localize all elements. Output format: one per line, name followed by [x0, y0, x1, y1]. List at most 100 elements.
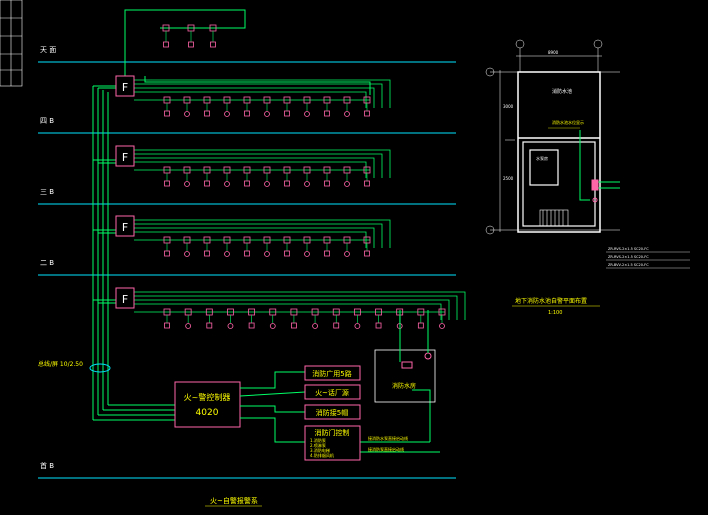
detector [244, 180, 250, 187]
detector [164, 322, 170, 329]
bus-line [134, 83, 383, 108]
fire-pump-item-3: 3.消防电梯 [310, 447, 330, 453]
linkage-box-broadcast [304, 365, 361, 381]
roof-device-row [162, 24, 217, 48]
fire-pump-item-2: 2.喷淋泵 [310, 442, 326, 448]
floor-label: 首 B [40, 461, 54, 470]
bus-line [134, 223, 383, 248]
alarm-device [264, 111, 270, 117]
plan-sensor [592, 197, 598, 203]
bus-line [134, 219, 391, 248]
alarm-device [224, 181, 230, 187]
controller-title: 火~警控制器 [184, 392, 231, 402]
alarm-device [344, 111, 350, 117]
f-panel: F [115, 215, 135, 237]
pump-room-box [374, 349, 436, 403]
detector [324, 110, 330, 117]
basement-plan: 8900 3000 2500 消防水池 水泵房 消防水池水位显示 ZR-RVS- [485, 39, 690, 316]
plan-room2: 水泵房 [536, 155, 548, 161]
floor-device-row [134, 79, 391, 117]
alarm-device [269, 323, 276, 329]
detector [204, 250, 210, 257]
alarm-device [184, 111, 190, 117]
legend-2: ZR-RVS-2×1.5 SC20-FC [608, 255, 649, 259]
detector [364, 250, 370, 257]
detector [204, 110, 210, 117]
plan-scale: 1:100 [548, 310, 562, 316]
pump-room-label: 消防水房 [392, 382, 416, 390]
bus-line [134, 87, 375, 108]
detector [164, 250, 170, 257]
alarm-device [185, 323, 192, 329]
diagram-title: 火~自警报警系 [210, 496, 258, 505]
alarm-device [224, 251, 230, 257]
bus-line [134, 295, 458, 320]
plan-room1: 消防水池 [552, 88, 572, 95]
alarm-device [439, 323, 445, 329]
fire-pump-item-1: 1.消防泵 [310, 437, 326, 443]
alarm-device [184, 251, 190, 257]
plan-dim-left-2: 2500 [503, 176, 514, 181]
controller-model: 4020 [196, 408, 219, 418]
riser-bus [89, 9, 371, 421]
alarm-device [227, 323, 234, 329]
linkage-label-broadcast: 消防广用5路 [312, 369, 351, 378]
alarm-device [264, 181, 270, 187]
floor-device-row [134, 149, 391, 187]
bus-line [134, 291, 466, 320]
fire-pump-title: 消防门控制 [315, 428, 350, 437]
legend-3: ZR-BVV-2×1.5 SC20-FC [608, 263, 649, 267]
alarm-device [344, 251, 350, 257]
fire-pump-item-4: 4.防排烟风机 [310, 452, 334, 458]
bus-line [134, 153, 383, 178]
f-panel: F [115, 75, 135, 97]
detector [206, 322, 213, 329]
linkage-box-phone [304, 384, 361, 400]
detector [417, 322, 424, 329]
floor-label: 三 B [40, 188, 54, 196]
alarm-device [344, 181, 350, 187]
detector [364, 180, 370, 187]
detector [324, 250, 330, 257]
floor-device-row [134, 291, 466, 329]
pump-room-module [401, 361, 413, 369]
svg-text:F: F [122, 151, 128, 164]
svg-text:F: F [122, 221, 128, 234]
floor-label: 四 B [40, 117, 54, 125]
detector [244, 110, 250, 117]
linkage-box-interface [304, 404, 361, 420]
alarm-device [354, 323, 361, 329]
svg-text:F: F [122, 293, 128, 306]
detector [324, 180, 330, 187]
riser-label: 总线/屏 10/2.50 [38, 360, 83, 368]
fire-pump-control-box [304, 425, 361, 461]
f-panel: F [115, 287, 135, 309]
detector [163, 41, 169, 48]
floor-label: 二 B [40, 259, 54, 267]
detector [284, 110, 290, 117]
bus-line [134, 299, 450, 320]
legend-1: ZR-RVS-2×1.5 SC20-FC [608, 247, 649, 251]
bus-line [134, 149, 391, 178]
line-note-2: 接消防泵直接启动线 [368, 446, 404, 452]
alarm-device [264, 251, 270, 257]
linkage-label-interface: 消防接5帽 [316, 408, 348, 417]
detector [375, 322, 382, 329]
line-note-1: 接消防水泵直接启动线 [368, 435, 408, 441]
detector [188, 41, 194, 48]
plan-outer-wall [517, 71, 601, 233]
floor-label: 天 面 [40, 46, 56, 54]
detector [164, 110, 170, 117]
detector [210, 41, 216, 48]
alarm-device [184, 181, 190, 187]
alarm-device [304, 251, 310, 257]
controller-area: 火~警控制器 4020 消防广用5路 火~话厂源 消防接5帽 消防门控制 1.消… [174, 310, 440, 461]
detector [364, 110, 370, 117]
detector [284, 250, 290, 257]
title-block-fragment [0, 0, 23, 87]
plan-dim-left-1: 3000 [503, 104, 514, 109]
plan-note: 消防水池水位显示 [552, 119, 584, 125]
alarm-device [304, 181, 310, 187]
